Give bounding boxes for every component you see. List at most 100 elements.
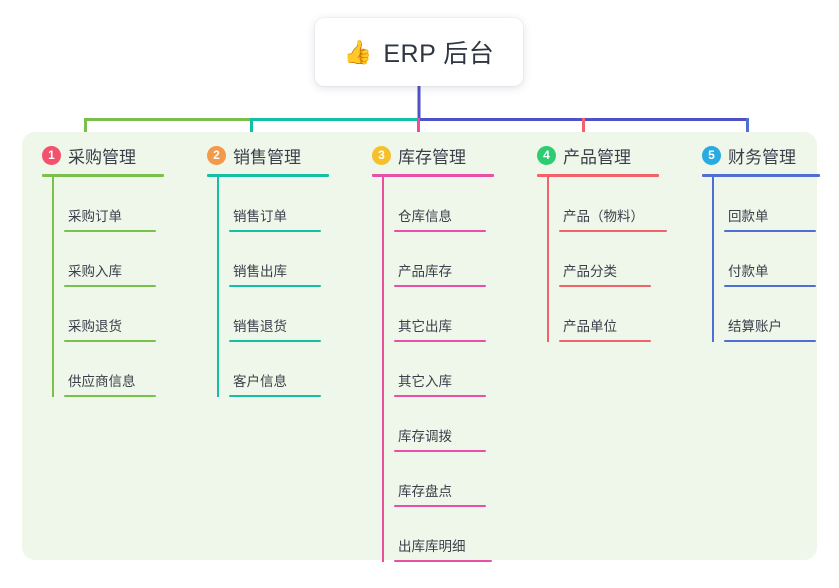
module-item-label: 供应商信息: [68, 374, 136, 390]
module-item-rule: [394, 230, 486, 232]
module-column-1: 1 采购管理采购订单采购入库采购退货供应商信息: [22, 132, 187, 560]
module-item-label: 销售退货: [233, 319, 287, 335]
module-item-rule: [394, 285, 486, 287]
module-title-4: 产品管理: [563, 147, 631, 167]
module-item-label: 产品库存: [398, 264, 452, 280]
module-item[interactable]: 付款单: [702, 232, 839, 287]
module-item[interactable]: 客户信息: [207, 342, 352, 397]
module-item-rule: [724, 340, 816, 342]
thumbs-up-icon: 👍: [343, 38, 373, 65]
module-title-3: 库存管理: [398, 147, 466, 167]
module-item[interactable]: 出库库明细: [372, 507, 517, 562]
module-spine-5: [712, 177, 714, 342]
module-item-label: 回款单: [728, 209, 769, 225]
module-header-1[interactable]: 1 采购管理: [42, 132, 187, 170]
module-item-label: 销售订单: [233, 209, 287, 225]
module-item-label: 采购订单: [68, 209, 122, 225]
module-item[interactable]: 销售订单: [207, 177, 352, 232]
module-item[interactable]: 其它入库: [372, 342, 517, 397]
module-spine-1: [52, 177, 54, 397]
module-item-label: 产品分类: [563, 264, 617, 280]
module-badge-4: 4: [537, 145, 556, 165]
module-item[interactable]: 产品分类: [537, 232, 682, 287]
module-header-4[interactable]: 4 产品管理: [537, 132, 682, 170]
module-item[interactable]: 仓库信息: [372, 177, 517, 232]
module-item-rule: [64, 230, 156, 232]
module-column-4: 4 产品管理产品（物料） 产品分类产品单位: [517, 132, 682, 560]
module-item[interactable]: 采购订单: [42, 177, 187, 232]
module-item-label: 其它入库: [398, 374, 452, 390]
module-rule-5: [702, 174, 820, 177]
module-spine-4: [547, 177, 549, 342]
module-item-rule: [229, 395, 321, 397]
module-item-label: 采购入库: [68, 264, 122, 280]
module-title-1: 采购管理: [68, 147, 136, 167]
module-item-rule: [559, 285, 651, 287]
module-item-rule: [394, 395, 486, 397]
module-items-2: 销售订单销售出库销售退货客户信息: [207, 177, 352, 397]
module-header-5[interactable]: 5 财务管理: [702, 132, 839, 170]
module-item[interactable]: 采购入库: [42, 232, 187, 287]
module-items-1: 采购订单采购入库采购退货供应商信息: [42, 177, 187, 397]
module-item[interactable]: 产品（物料）: [537, 177, 682, 232]
module-badge-3: 3: [372, 145, 391, 165]
module-item-label: 出库库明细: [398, 539, 466, 555]
module-item-label: 产品单位: [563, 319, 617, 335]
page-title: ERP 后台: [383, 40, 495, 68]
module-item[interactable]: 产品单位: [537, 287, 682, 342]
module-item-rule: [229, 230, 321, 232]
module-rule-3: [372, 174, 494, 177]
module-item[interactable]: 回款单: [702, 177, 839, 232]
module-item-rule: [64, 340, 156, 342]
module-item-rule: [724, 230, 816, 232]
module-item[interactable]: 结算账户: [702, 287, 839, 342]
module-item-label: 结算账户: [728, 319, 782, 335]
module-item-rule: [229, 340, 321, 342]
root-title-inner: 👍 ERP 后台: [344, 34, 495, 70]
module-item-label: 产品（物料）: [563, 209, 644, 225]
module-item[interactable]: 其它出库: [372, 287, 517, 342]
module-item-rule: [394, 560, 492, 562]
module-item-rule: [64, 395, 156, 397]
module-title-2: 销售管理: [233, 147, 301, 167]
module-item[interactable]: 采购退货: [42, 287, 187, 342]
module-spine-2: [217, 177, 219, 397]
module-column-5: 5 财务管理回款单付款单结算账户: [682, 132, 839, 560]
module-items-3: 仓库信息产品库存其它出库其它入库库存调拨库存盘点出库库明细: [372, 177, 517, 562]
module-item[interactable]: 销售出库: [207, 232, 352, 287]
module-items-5: 回款单付款单结算账户: [702, 177, 839, 342]
module-item-rule: [394, 505, 486, 507]
module-item-rule: [394, 450, 486, 452]
module-item-rule: [394, 340, 486, 342]
module-badge-5: 5: [702, 145, 721, 165]
module-rule-1: [42, 174, 164, 177]
module-item[interactable]: 产品库存: [372, 232, 517, 287]
module-item-rule: [559, 340, 651, 342]
module-rule-4: [537, 174, 659, 177]
module-item-label: 其它出库: [398, 319, 452, 335]
module-item-label: 销售出库: [233, 264, 287, 280]
module-item-rule: [559, 230, 667, 232]
module-item-label: 采购退货: [68, 319, 122, 335]
module-column-3: 3 库存管理仓库信息产品库存其它出库其它入库库存调拨库存盘点出库库明细: [352, 132, 517, 562]
module-item-label: 库存盘点: [398, 484, 452, 500]
module-item[interactable]: 销售退货: [207, 287, 352, 342]
module-item[interactable]: 库存盘点: [372, 452, 517, 507]
module-item-label: 仓库信息: [398, 209, 452, 225]
modules-panel: [22, 132, 817, 560]
module-item[interactable]: 库存调拨: [372, 397, 517, 452]
root-title-card: 👍 ERP 后台: [315, 18, 523, 86]
module-item-label: 库存调拨: [398, 429, 452, 445]
module-item-rule: [64, 285, 156, 287]
module-item-rule: [724, 285, 816, 287]
module-header-3[interactable]: 3 库存管理: [372, 132, 517, 170]
module-item-label: 客户信息: [233, 374, 287, 390]
module-title-5: 财务管理: [728, 147, 796, 167]
module-item[interactable]: 供应商信息: [42, 342, 187, 397]
module-badge-1: 1: [42, 145, 61, 165]
module-item-rule: [229, 285, 321, 287]
